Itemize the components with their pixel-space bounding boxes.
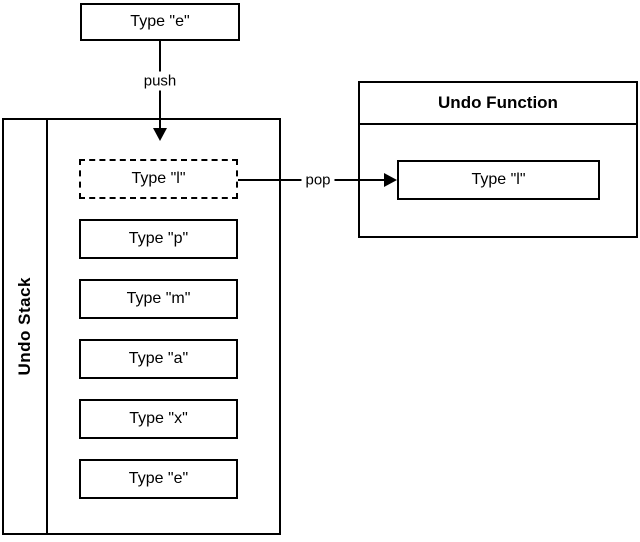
push-edge-label: push — [139, 71, 181, 91]
popped-item-label: Type "l" — [471, 171, 526, 188]
stack-item-label: Type "x" — [129, 410, 188, 427]
undo-function-container: Undo Function — [358, 81, 638, 238]
stack-item-label: Type "l" — [131, 170, 186, 187]
incoming-keystroke-box: Type "e" — [80, 3, 240, 41]
stack-item: Type "x" — [79, 399, 238, 439]
pop-edge-label: pop — [301, 170, 335, 190]
undo-function-header: Undo Function — [360, 83, 636, 125]
stack-item-label: Type "m" — [126, 290, 191, 307]
stack-item-top-dashed: Type "l" — [79, 159, 238, 199]
undo-stack-title-column: Undo Stack — [4, 120, 48, 533]
stack-item-label: Type "e" — [128, 470, 189, 487]
push-arrowhead-icon — [153, 128, 167, 141]
stack-item-label: Type "a" — [128, 350, 189, 367]
pop-arrowhead-icon — [384, 173, 397, 187]
stack-item: Type "p" — [79, 219, 238, 259]
stack-item: Type "a" — [79, 339, 238, 379]
stack-item: Type "e" — [79, 459, 238, 499]
undo-function-title: Undo Function — [438, 93, 558, 112]
incoming-keystroke-label: Type "e" — [130, 13, 190, 30]
popped-item-box: Type "l" — [397, 160, 600, 200]
undo-stack-title: Undo Stack — [15, 277, 34, 376]
stack-item-label: Type "p" — [128, 230, 189, 247]
stack-item: Type "m" — [79, 279, 238, 319]
